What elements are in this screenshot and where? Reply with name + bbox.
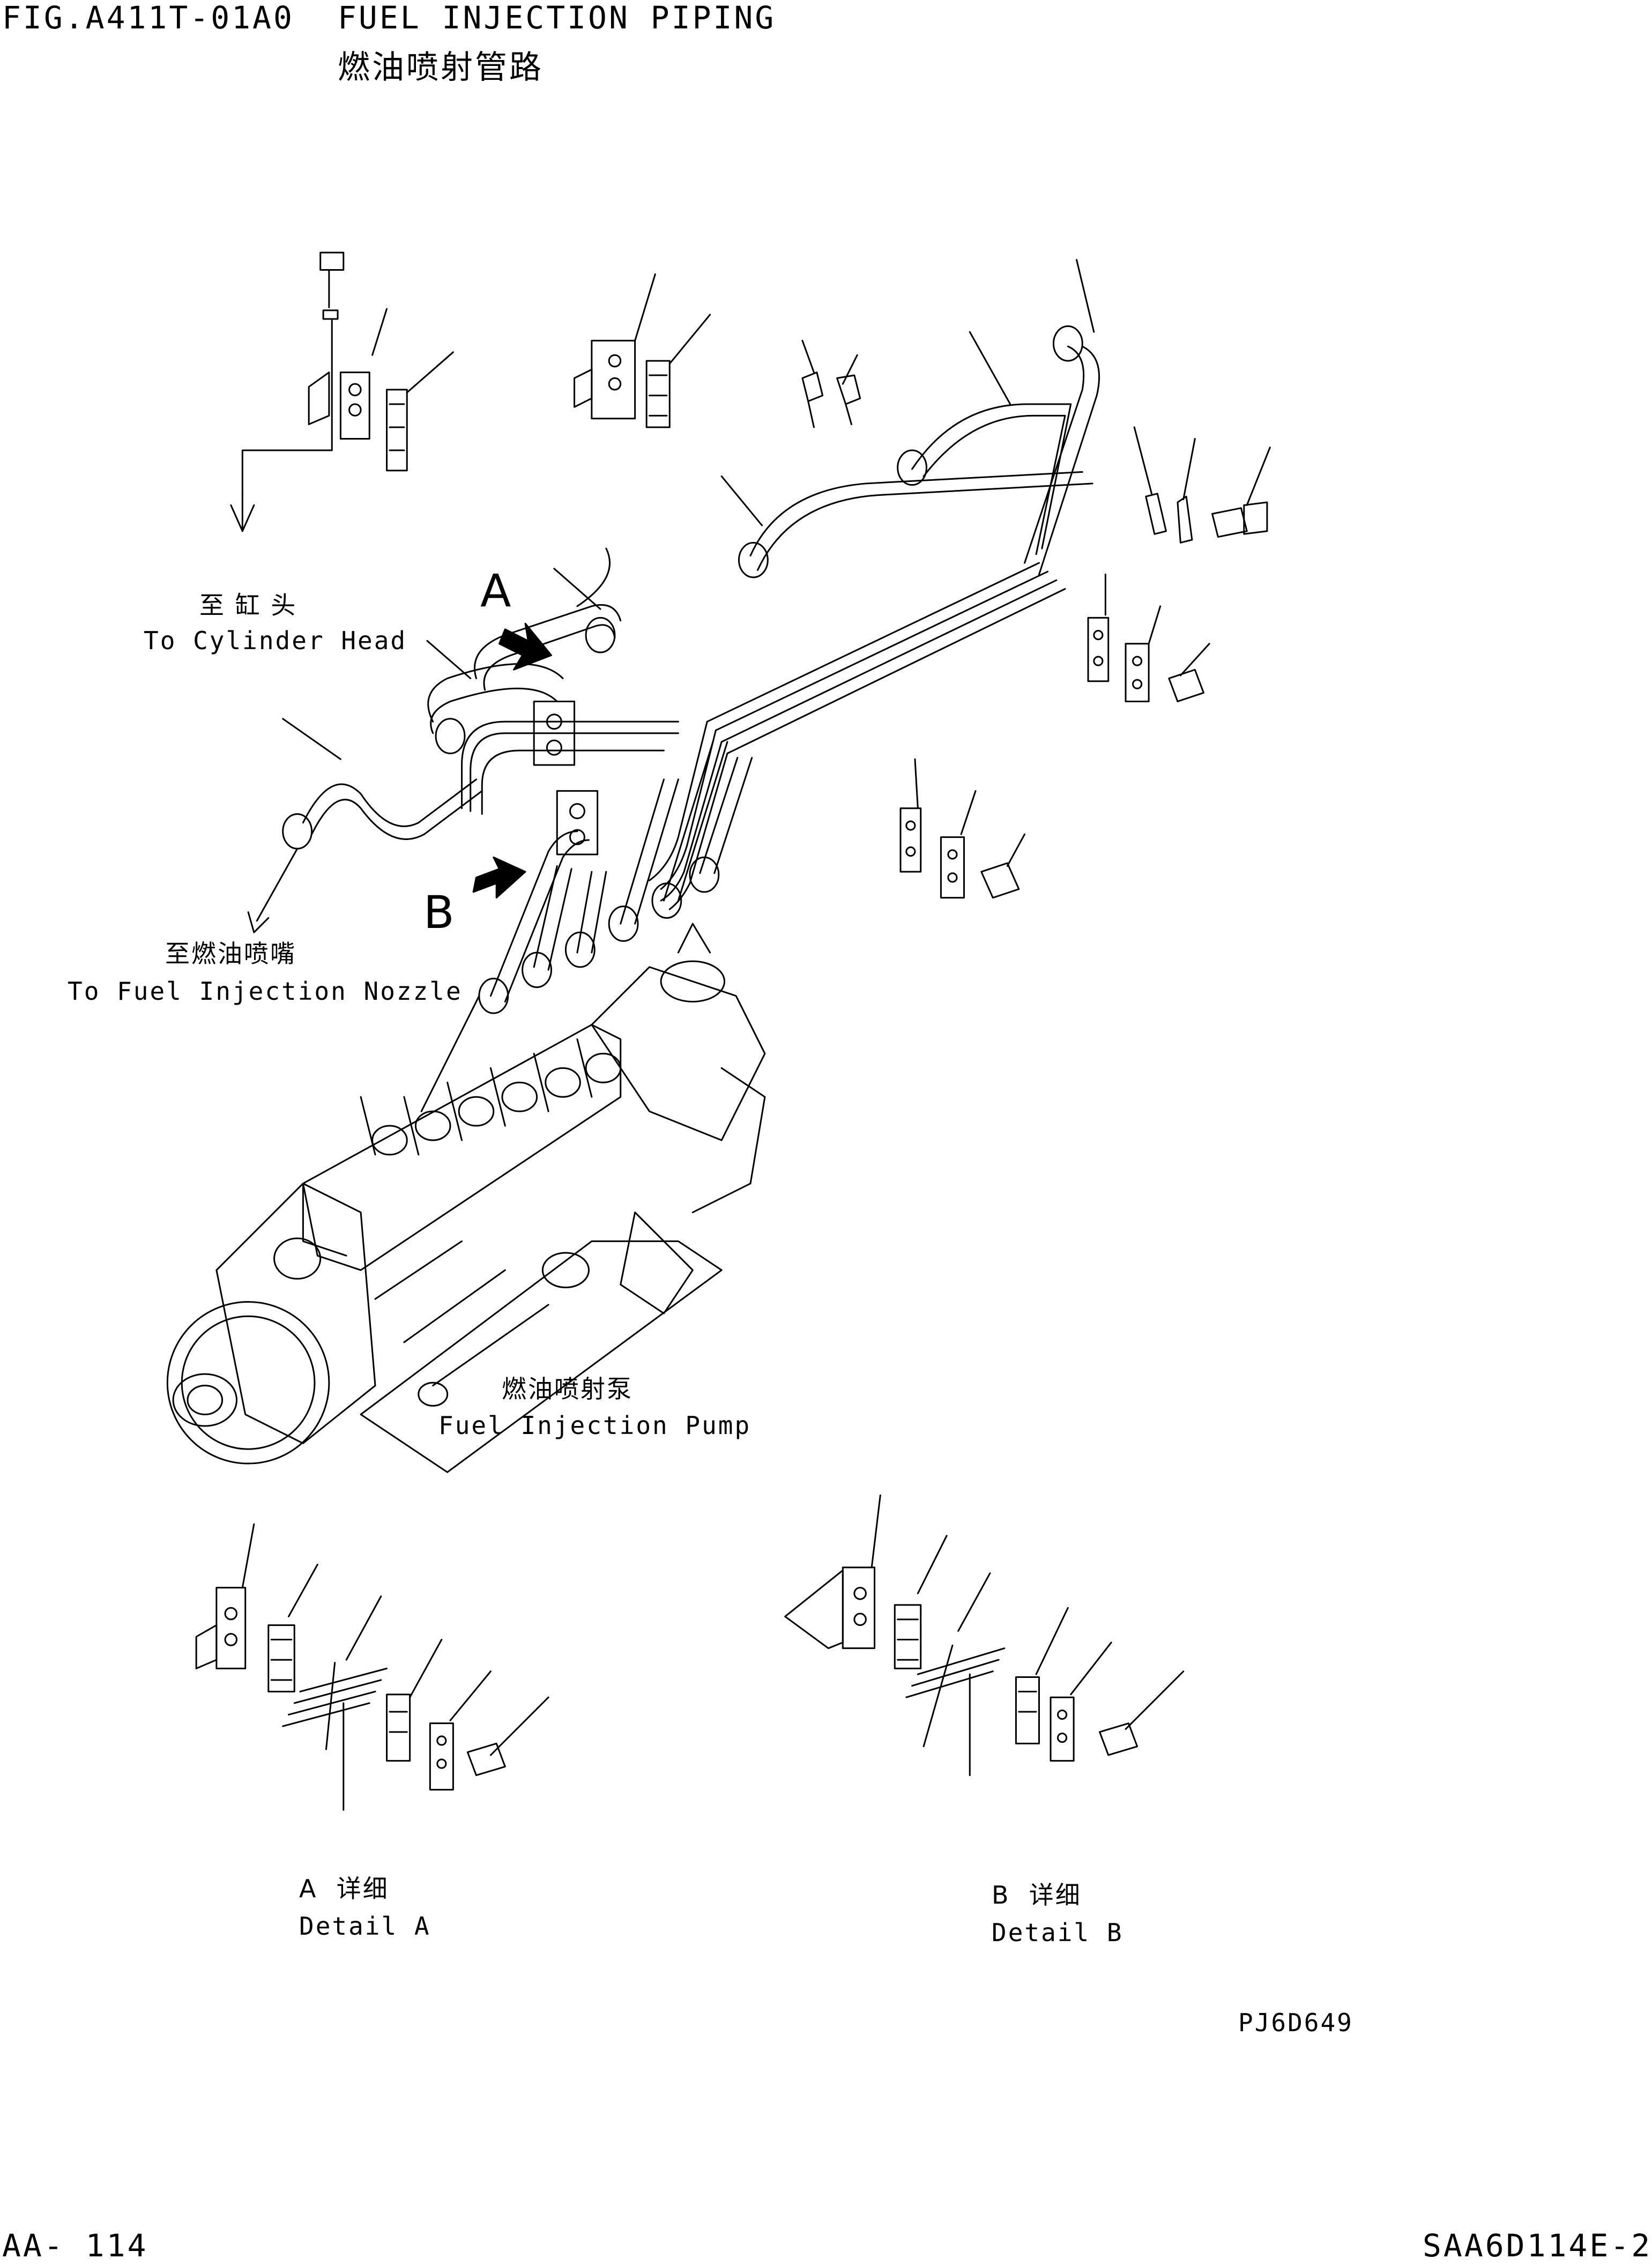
callout-fuel-nozzle-cn: 至燃油喷嘴 <box>165 939 296 968</box>
detail-b-drawing <box>785 1495 1184 1775</box>
view-b-letter: B <box>423 886 455 939</box>
callout-cylinder-head-cn: 至 缸 头 <box>199 591 297 620</box>
figure-title-en: FUEL INJECTION PIPING <box>338 0 776 36</box>
clamp-group-top-middle <box>575 274 860 427</box>
clamp-group-right <box>901 427 1270 898</box>
figure-code: FIG.A411T-01A0 <box>2 0 294 36</box>
fuel-injection-pump <box>167 924 765 1472</box>
fuel-pipe-bundle <box>303 346 1099 1001</box>
callout-injection-pump-cn: 燃油喷射泵 <box>502 1375 633 1403</box>
detail-a-label-cn: A 详细 <box>299 1874 389 1903</box>
arrow-b <box>473 857 525 897</box>
callout-injection-pump-en: Fuel Injection Pump <box>438 1411 751 1440</box>
detail-a-drawing <box>196 1524 548 1810</box>
callout-fuel-nozzle-en: To Fuel Injection Nozzle <box>68 977 463 1006</box>
callout-cylinder-head-en: To Cylinder Head <box>144 626 407 655</box>
pipe-end-nuts <box>283 326 1083 1013</box>
detail-a-label-en: Detail A <box>299 1912 431 1941</box>
figure-title-cn: 燃油喷射管路 <box>338 49 544 86</box>
arrow-a <box>500 623 552 670</box>
detail-b-label-en: Detail B <box>992 1918 1123 1947</box>
drawing-id: PJ6D649 <box>1238 2008 1353 2037</box>
bundle-clamps <box>534 701 597 854</box>
view-a-letter: A <box>480 564 511 617</box>
footer-page-number: AA- 114 <box>2 2227 148 2264</box>
footer-model-code: SAA6D114E-2 <box>1423 2227 1652 2264</box>
detail-b-label-cn: B 详细 <box>992 1881 1082 1910</box>
clamp-group-cylinder-head <box>231 252 453 531</box>
